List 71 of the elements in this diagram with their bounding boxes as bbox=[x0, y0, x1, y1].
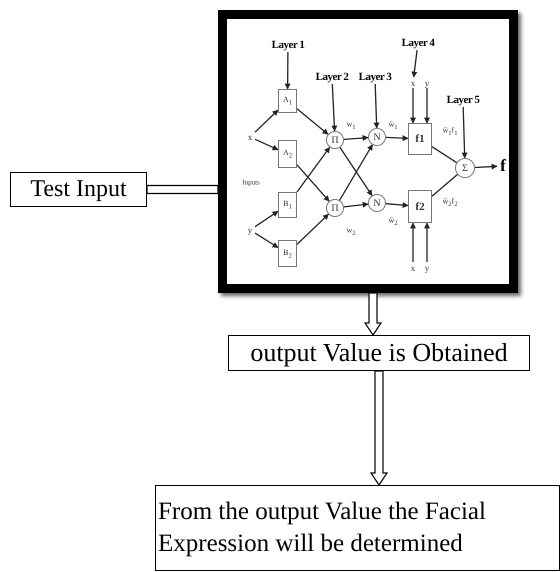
output-variable: f bbox=[497, 157, 509, 175]
process-box: Test Input bbox=[10, 172, 147, 207]
arrow bbox=[410, 88, 416, 124]
node-label: B$_{2}$ bbox=[283, 248, 292, 260]
node-label: N bbox=[373, 132, 381, 142]
node-circle bbox=[326, 199, 344, 217]
arrow bbox=[254, 110, 278, 133]
layer-label: Layer 3 bbox=[353, 70, 397, 84]
arrow bbox=[254, 138, 279, 150]
weight-label: w̄$_{1}$f$_{1}$ bbox=[442, 126, 458, 138]
node-circle bbox=[368, 128, 386, 146]
arrow bbox=[296, 214, 329, 245]
node-label: A$_{1}$ bbox=[282, 95, 292, 107]
block-arrow bbox=[370, 370, 388, 486]
node-label: N bbox=[373, 198, 381, 208]
arrow bbox=[331, 84, 338, 132]
input-variable: y bbox=[423, 77, 431, 88]
function-box bbox=[278, 140, 297, 168]
arrow bbox=[296, 108, 328, 135]
input-variable: y bbox=[245, 224, 255, 236]
network-figure-frame bbox=[218, 10, 518, 293]
arrow bbox=[411, 50, 418, 78]
arrow bbox=[386, 202, 409, 208]
arrow bbox=[424, 222, 430, 262]
arrow bbox=[254, 232, 278, 248]
double-line-connector bbox=[146, 184, 219, 194]
arrow bbox=[474, 164, 498, 170]
node-label: Σ bbox=[462, 162, 468, 174]
arrow bbox=[374, 84, 380, 129]
arrow bbox=[386, 135, 409, 142]
arrow bbox=[254, 210, 278, 228]
input-variable: x bbox=[245, 131, 255, 143]
function-box bbox=[278, 240, 297, 267]
input-variable: x bbox=[409, 77, 417, 88]
arrow bbox=[424, 88, 430, 124]
arrow bbox=[284, 52, 291, 90]
layer-label: Layer 4 bbox=[396, 36, 440, 50]
function-box bbox=[408, 190, 432, 223]
weight-label: w̄$_{1}$ bbox=[388, 120, 398, 132]
weight-label: w$_{1}$ bbox=[346, 120, 356, 132]
input-variable: y bbox=[423, 262, 431, 273]
block-arrow bbox=[364, 292, 382, 336]
node-label: A$_{2}$ bbox=[282, 148, 292, 160]
function-box bbox=[278, 89, 297, 113]
node-circle bbox=[368, 194, 386, 212]
node-label: f1 bbox=[415, 133, 425, 145]
arrow bbox=[410, 222, 416, 262]
node-label: Π bbox=[331, 134, 339, 146]
process-box: From the output Value the Facial Expression will be determined bbox=[155, 485, 560, 571]
process-box: output Value is Obtained bbox=[228, 335, 530, 371]
arrow bbox=[344, 135, 369, 141]
function-box bbox=[278, 192, 297, 218]
layer-label: Layer 1 bbox=[266, 38, 310, 52]
layer-label: Layer 2 bbox=[310, 70, 354, 84]
node-label: B$_{1}$ bbox=[283, 199, 292, 211]
arrow bbox=[296, 146, 330, 192]
node-label: Π bbox=[331, 202, 339, 214]
arrow bbox=[344, 202, 369, 208]
connector-line bbox=[432, 146, 457, 164]
arrow bbox=[296, 164, 330, 202]
weight-label: w̄$_{2}$ bbox=[388, 216, 398, 228]
weight-label: w$_{2}$ bbox=[346, 226, 356, 238]
node-label: f2 bbox=[415, 200, 425, 212]
connector-line bbox=[432, 174, 458, 197]
weight-label: w̄$_{2}$f$_{2}$ bbox=[442, 197, 458, 209]
node-circle bbox=[326, 131, 344, 149]
node-circle bbox=[455, 158, 475, 178]
input-variable: x bbox=[409, 262, 417, 273]
function-box bbox=[408, 123, 432, 155]
layer-label: Layer 5 bbox=[441, 93, 485, 107]
arrow bbox=[462, 106, 468, 159]
